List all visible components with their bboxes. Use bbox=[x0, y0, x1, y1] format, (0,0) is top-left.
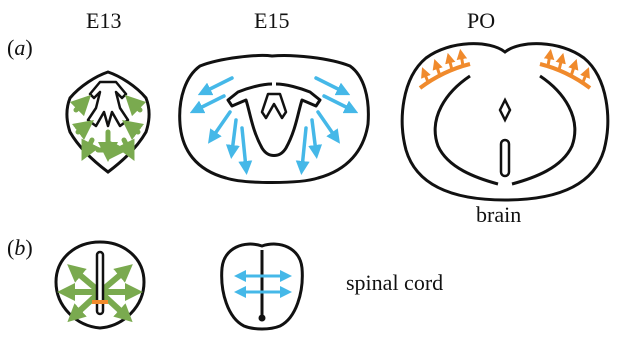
po-left-cortex-line bbox=[435, 76, 498, 184]
spinal-cord-early-section bbox=[56, 242, 144, 328]
spinal-early-central-canal bbox=[97, 252, 103, 314]
po-upper-ventricle bbox=[500, 100, 510, 120]
e15-brain-section bbox=[180, 55, 369, 182]
e13-ventricle bbox=[88, 82, 128, 126]
po-right-cortex-line bbox=[512, 76, 575, 184]
e15-outline bbox=[180, 55, 369, 182]
spinal-late-canal-end bbox=[259, 315, 266, 322]
po-orange-arrows bbox=[424, 54, 587, 82]
po-right-orange-band bbox=[540, 64, 590, 88]
e13-brain-section bbox=[67, 72, 149, 172]
po-brain-section bbox=[402, 44, 607, 200]
po-left-orange-band bbox=[420, 64, 470, 88]
e15-inner-ventricle bbox=[262, 94, 286, 118]
po-lower-ventricle bbox=[501, 140, 509, 176]
spinal-cord-late-section bbox=[222, 244, 303, 329]
